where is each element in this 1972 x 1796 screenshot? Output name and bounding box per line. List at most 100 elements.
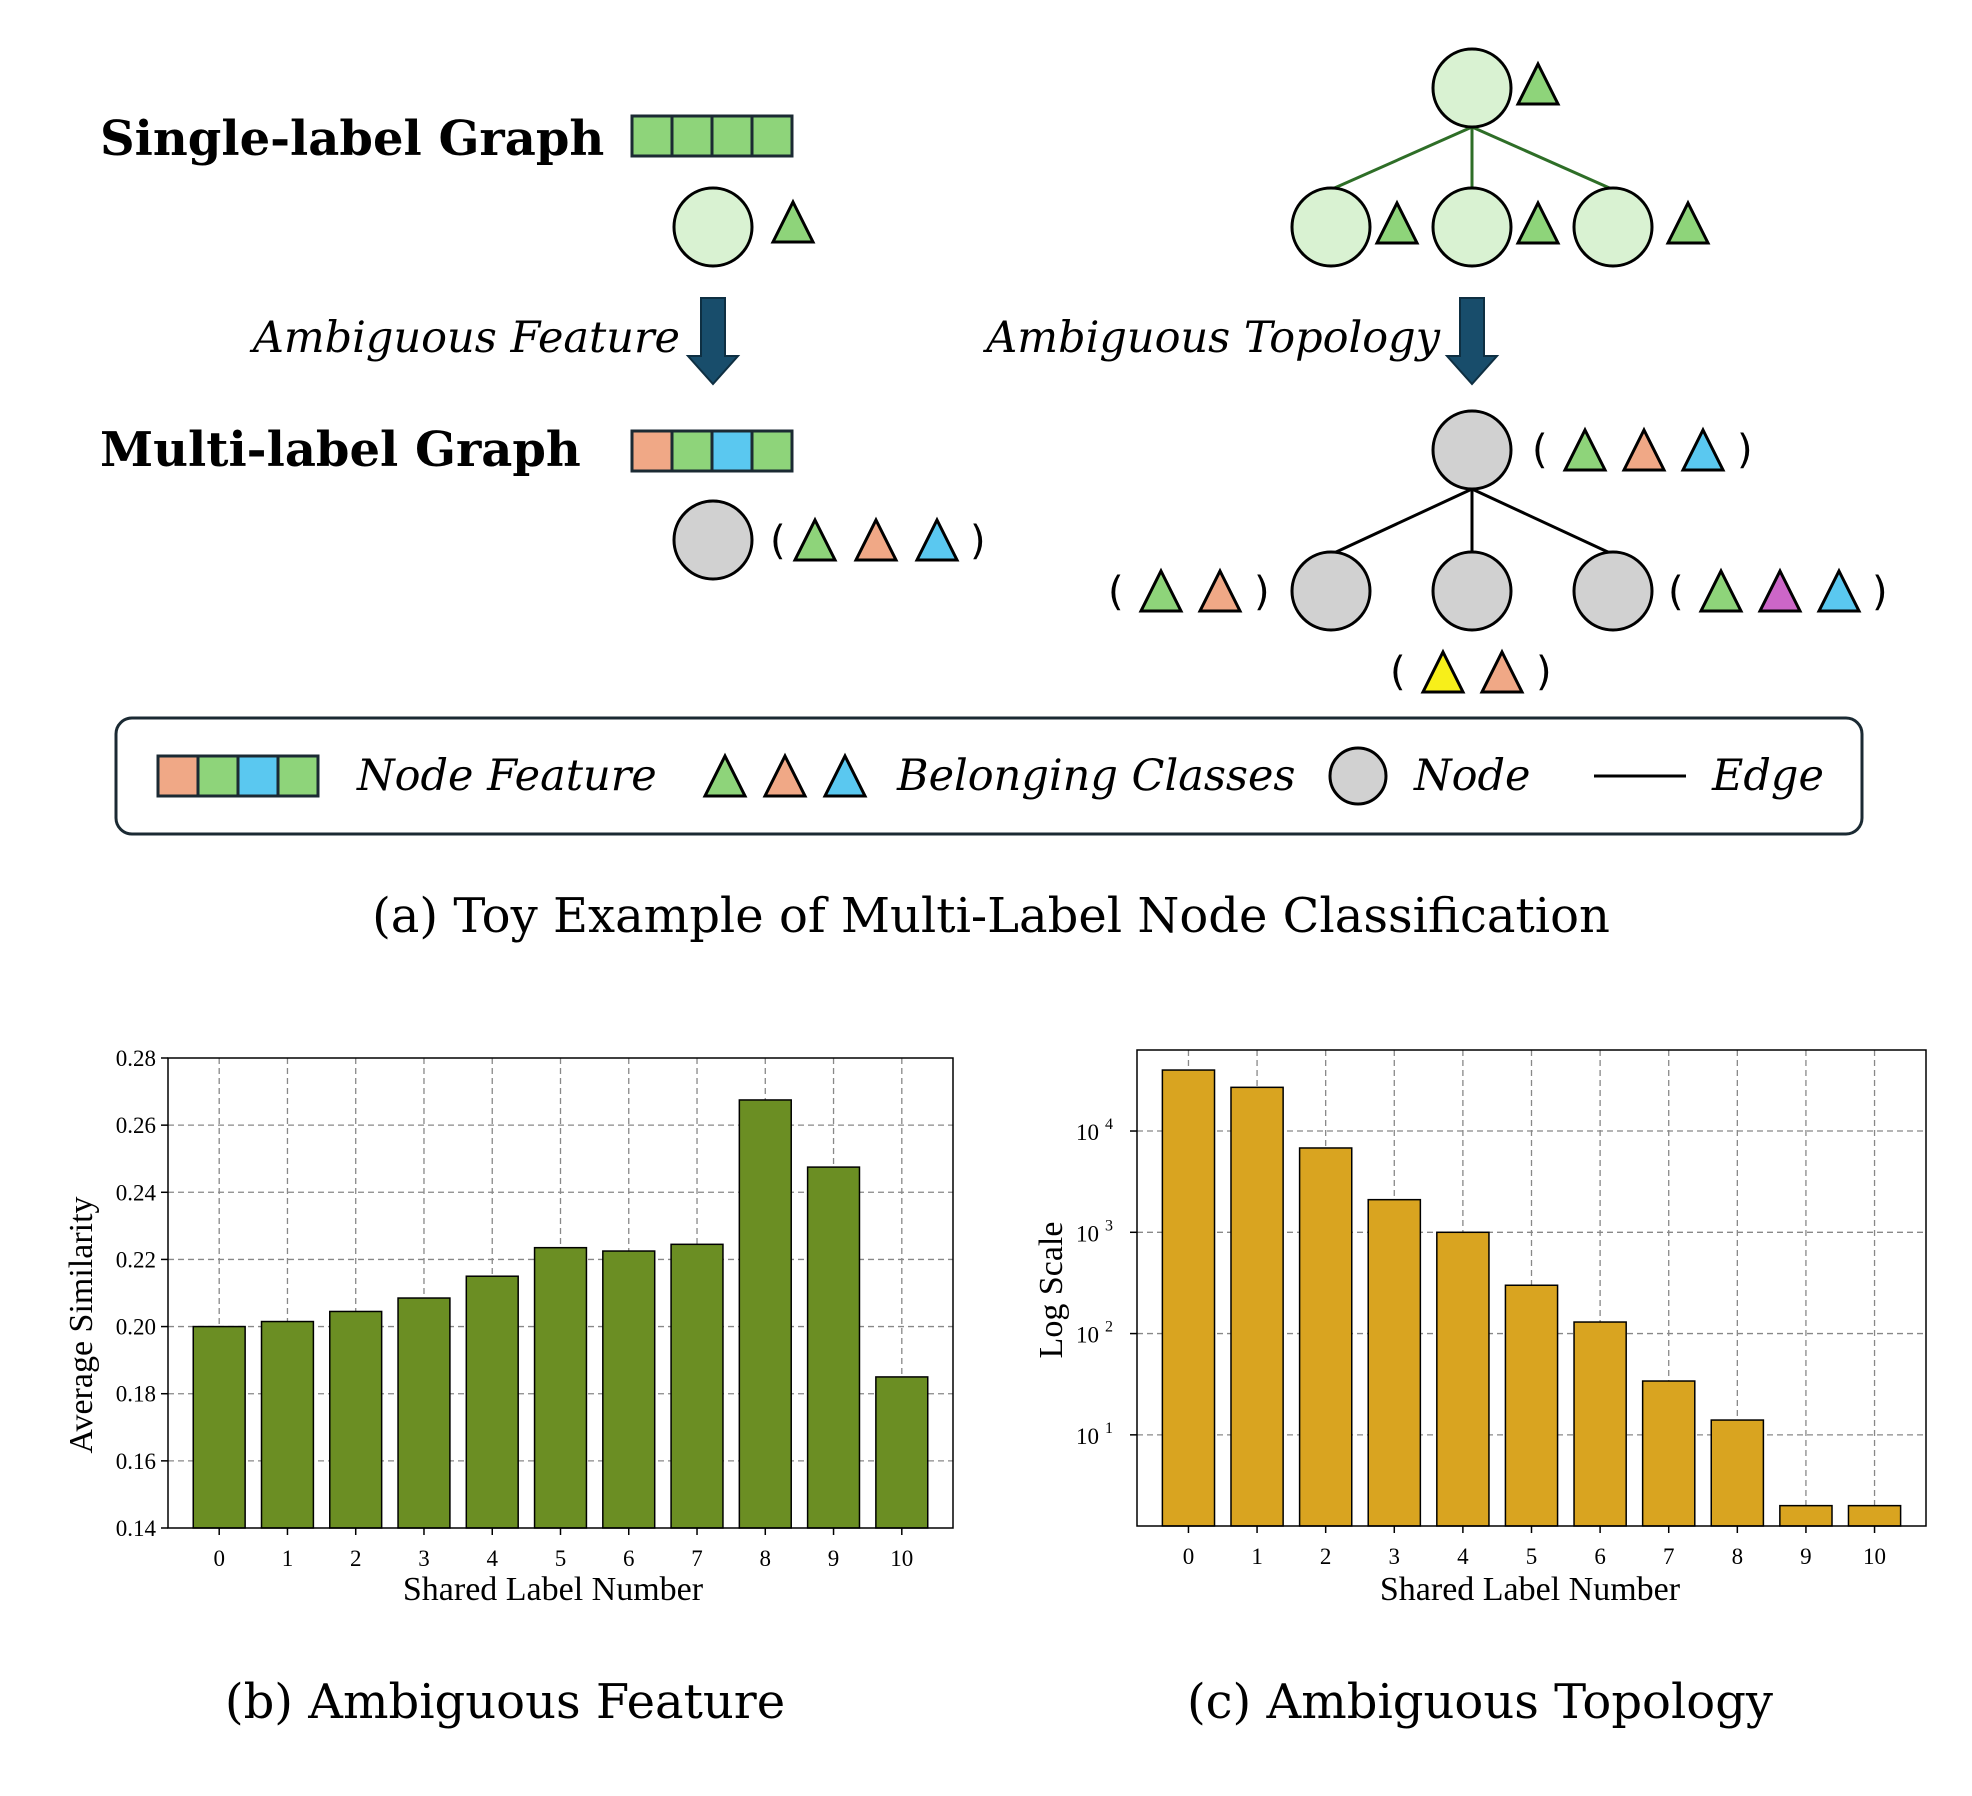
legend-node-icon <box>1328 746 1388 806</box>
class-triangle-green <box>1516 201 1560 245</box>
paren-open: ( <box>770 518 786 564</box>
class-triangle-green <box>1666 201 1710 245</box>
bar-3 <box>397 1297 451 1529</box>
feature-cell <box>750 429 794 473</box>
x-tick-label: 2 <box>350 1546 362 1571</box>
single-label-graph-title: Single-label Graph <box>100 111 604 167</box>
feature-cell <box>156 754 200 798</box>
legend-feature-vector <box>156 754 320 798</box>
y-tick-label: 0.22 <box>116 1247 156 1272</box>
paren-open: ( <box>1108 569 1124 615</box>
multi-label-graph-title: Multi-label Graph <box>100 422 581 478</box>
multi-node-feature-vector <box>630 429 794 473</box>
x-tick-label: 6 <box>1594 1544 1606 1569</box>
y-tick-label: 0.16 <box>116 1449 156 1474</box>
x-tick-label: 9 <box>1800 1544 1812 1569</box>
class-triangle-orange <box>1622 428 1666 472</box>
class-triangle-blue <box>1681 428 1725 472</box>
feature-cell <box>196 754 240 798</box>
paren-open: ( <box>1390 649 1406 695</box>
y-tick-label: 10 <box>1076 1424 1099 1449</box>
middle-child-classes: ( ) <box>1390 649 1552 695</box>
paren-close: ) <box>1872 569 1888 615</box>
bar-0 <box>1161 1069 1216 1527</box>
bar-5 <box>533 1246 588 1529</box>
y-tick-label: 10 <box>1076 1323 1099 1348</box>
tree-root-node <box>1431 47 1513 129</box>
class-triangle-blue <box>915 518 959 562</box>
bar-5 <box>1504 1284 1559 1527</box>
right-child-classes: ( ) <box>1668 569 1888 615</box>
y-tick-label: 0.14 <box>116 1516 157 1541</box>
y-tick-label: 0.18 <box>116 1382 156 1407</box>
edge <box>1333 487 1473 555</box>
x-tick-label: 9 <box>828 1546 840 1571</box>
multi-label-node <box>672 499 754 581</box>
x-tick-label: 0 <box>213 1546 225 1571</box>
single-label-tree <box>1290 47 1710 268</box>
bar-10 <box>875 1376 929 1529</box>
y-tick-label: 0.20 <box>116 1315 156 1340</box>
bar-0 <box>192 1325 246 1529</box>
class-triangle-orange <box>854 518 898 562</box>
x-tick-label: 3 <box>1389 1544 1401 1569</box>
single-label-node <box>672 186 754 268</box>
x-tick-label: 10 <box>1863 1544 1886 1569</box>
feature-cell <box>710 429 754 473</box>
feature-cell <box>670 114 714 158</box>
caption-b: (b) Ambiguous Feature <box>225 1674 785 1730</box>
chart-b-y-axis-label: Average Similarity <box>63 1196 100 1453</box>
paren-close: ) <box>1737 427 1753 473</box>
down-arrow-topology <box>1444 297 1500 386</box>
bar-9 <box>806 1166 861 1529</box>
y-tick-label: 10 <box>1076 1120 1099 1145</box>
class-triangle-magenta <box>1758 569 1802 613</box>
bar-8 <box>1710 1419 1765 1527</box>
multi-label-tree: ( ) ( ) ( ) ( <box>1108 409 1888 695</box>
legend-box: Node Feature Belonging Classes Node Edge <box>114 716 1864 836</box>
bar-2 <box>329 1310 383 1529</box>
paren-open: ( <box>1668 569 1684 615</box>
paren-close: ) <box>970 518 986 564</box>
feature-cell <box>630 429 674 473</box>
edge <box>1471 125 1615 192</box>
bar-6 <box>1573 1321 1627 1527</box>
legend-belonging-classes-label: Belonging Classes <box>896 751 1296 801</box>
class-triangle-green <box>1516 62 1560 106</box>
y-tick-exponent: 4 <box>1105 1116 1113 1133</box>
feature-cell <box>750 114 794 158</box>
feature-cell <box>276 754 320 798</box>
legend-frame <box>114 716 1864 836</box>
x-tick-label: 1 <box>282 1546 294 1571</box>
paren-close: ) <box>1254 569 1270 615</box>
root-node-classes: ( ) <box>1532 427 1753 473</box>
tree-child-node <box>1572 186 1654 268</box>
x-tick-label: 2 <box>1320 1544 1332 1569</box>
feature-cell <box>670 429 714 473</box>
bar-10 <box>1847 1504 1902 1527</box>
tree-child-node <box>1290 186 1372 268</box>
bar-4 <box>1436 1231 1490 1527</box>
panel-a-diagram: Single-label Graph Ambiguous Feature Mul… <box>100 47 1888 944</box>
x-tick-label: 1 <box>1251 1544 1263 1569</box>
bar-4 <box>465 1275 519 1529</box>
y-tick-exponent: 2 <box>1105 1319 1113 1336</box>
y-tick-exponent: 1 <box>1105 1420 1113 1437</box>
x-tick-label: 5 <box>555 1546 567 1571</box>
left-child-classes: ( ) <box>1108 569 1270 615</box>
class-triangle-green <box>1699 569 1743 613</box>
y-tick-label: 10 <box>1076 1221 1099 1246</box>
class-triangle-orange <box>1480 650 1524 694</box>
legend-node-feature-label: Node Feature <box>356 751 657 801</box>
x-tick-label: 7 <box>1663 1544 1675 1569</box>
y-tick-label: 0.28 <box>116 1046 156 1071</box>
ambiguous-topology-arrow-label: Ambiguous Topology <box>982 313 1440 363</box>
class-triangle-blue <box>1817 569 1861 613</box>
class-triangle-green <box>1563 428 1607 472</box>
down-arrow-feature <box>685 297 741 386</box>
x-tick-label: 4 <box>1457 1544 1469 1569</box>
bar-1 <box>1230 1086 1284 1527</box>
